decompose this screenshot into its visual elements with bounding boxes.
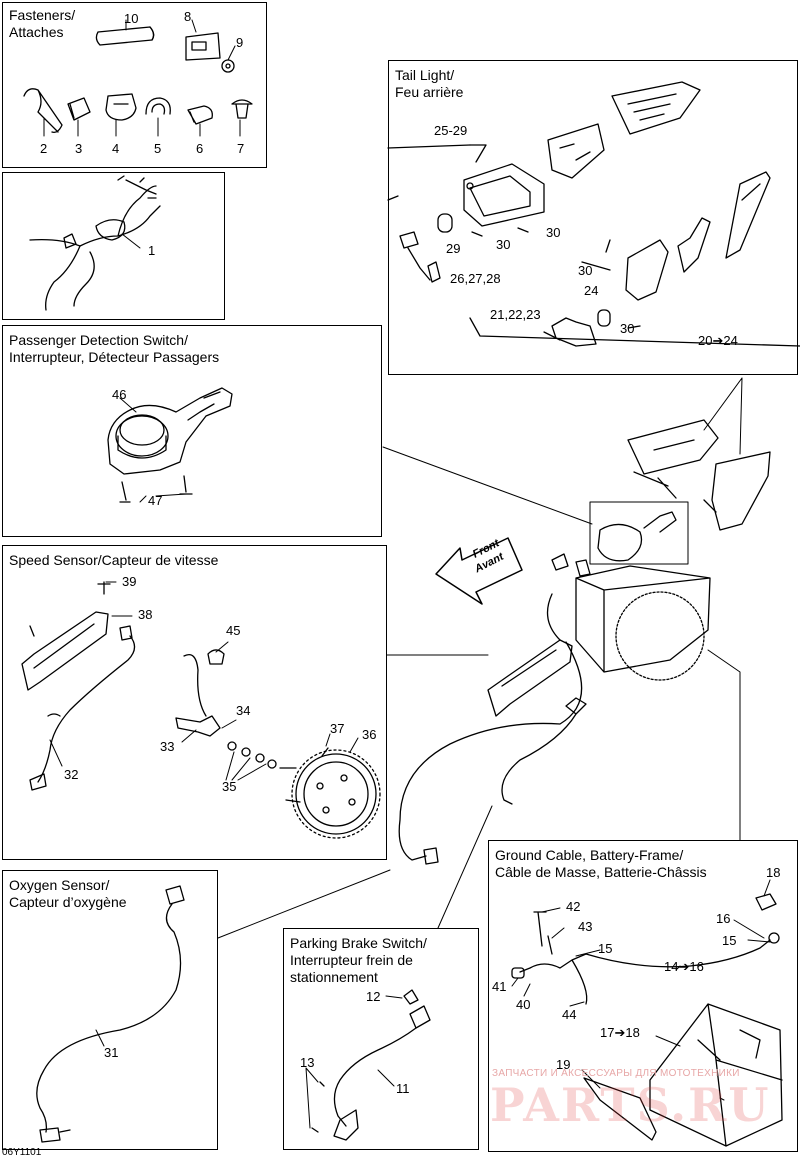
callout-30-a: 30 xyxy=(496,237,511,252)
clip-part xyxy=(185,32,221,61)
callout-36: 36 xyxy=(362,727,377,742)
callout-26-27-28: 26,27,28 xyxy=(450,271,501,286)
callout-9: 9 xyxy=(236,35,244,50)
callout-8: 8 xyxy=(184,9,192,24)
grommet xyxy=(207,649,225,665)
callout-20-24: 20➔24 xyxy=(698,333,738,348)
callout-14-16: 14➔16 xyxy=(664,959,704,974)
callout-19: 19 xyxy=(556,1057,571,1072)
harness-drawing xyxy=(29,175,161,311)
callout-21-22-23: 21,22,23 xyxy=(490,307,541,322)
sensor-bracket xyxy=(21,611,109,691)
callout-24: 24 xyxy=(584,283,599,298)
battery-box xyxy=(649,1003,783,1147)
clamp-part xyxy=(67,97,91,121)
callout-12: 12 xyxy=(366,989,381,1004)
callout-30-d: 30 xyxy=(620,321,635,336)
callout-29: 29 xyxy=(446,241,461,256)
bracket-plate xyxy=(547,123,605,179)
passenger-switch-title: Passenger Detection Switch/ Interrupteur… xyxy=(9,332,220,365)
callout-41: 41 xyxy=(492,979,507,994)
callout-5: 5 xyxy=(154,141,162,156)
speed-nut-part xyxy=(187,105,213,125)
callout-30-b: 30 xyxy=(546,225,561,240)
callout-2: 2 xyxy=(40,141,48,156)
callout-11: 11 xyxy=(396,1081,410,1096)
side-reflector xyxy=(625,217,711,301)
passenger-switch-drawing xyxy=(107,387,233,503)
callout-46: 46 xyxy=(112,387,127,402)
callout-43: 43 xyxy=(578,919,593,934)
tail-light-panel: Tail Light/ Feu arrière xyxy=(388,60,798,375)
clamp-ring-part xyxy=(105,93,137,121)
callout-25-29: 25-29 xyxy=(434,123,468,138)
lens-large xyxy=(611,81,701,135)
ground-cable-panel: Ground Cable, Battery-Frame/ Câble de Ma… xyxy=(488,840,798,1152)
callout-15-b: 15 xyxy=(598,941,613,956)
oxygen-sensor-drawing xyxy=(36,885,185,1143)
cable-tie-part xyxy=(23,88,63,133)
watermark-small: ЗАПЧАСТИ И АКСЕССУАРЫ ДЛЯ МОТОТЕХНИКИ xyxy=(492,1068,740,1079)
callout-15-a: 15 xyxy=(722,933,737,948)
callout-40: 40 xyxy=(516,997,531,1012)
callout-45: 45 xyxy=(226,623,241,638)
watermark-large: PARTS.RU xyxy=(490,1078,771,1132)
callout-35: 35 xyxy=(222,779,237,794)
callout-34: 34 xyxy=(236,703,251,718)
clip-ring-part xyxy=(145,97,171,115)
tail-light-drawing xyxy=(387,81,800,347)
callout-39: 39 xyxy=(122,574,137,589)
callout-13: 13 xyxy=(300,1055,315,1070)
wiring-harness-panel xyxy=(2,172,225,320)
callout-33: 33 xyxy=(160,739,175,754)
parking-brake-title: Parking Brake Switch/ Interrupteur frein… xyxy=(290,935,427,985)
callout-4: 4 xyxy=(112,141,120,156)
reflector-small xyxy=(725,171,771,259)
push-rivet-part xyxy=(231,99,253,119)
tubing-part xyxy=(95,26,155,46)
ground-cable-drawing xyxy=(511,893,783,1147)
panel-fold xyxy=(469,317,800,347)
callout-47: 47 xyxy=(148,493,163,508)
speed-sensor-panel: Speed Sensor/Capteur de vitesse xyxy=(2,545,387,860)
speed-sensor-title: Speed Sensor/Capteur de vitesse xyxy=(9,552,219,568)
sensor-cable xyxy=(37,635,207,783)
callout-42: 42 xyxy=(566,899,581,914)
leader-lines xyxy=(43,19,771,1129)
fastener-parts xyxy=(23,26,253,133)
document-code: 06Y1101 xyxy=(2,1147,42,1158)
callout-7: 7 xyxy=(237,141,245,156)
battery-center xyxy=(575,565,711,673)
passenger-switch-panel: Passenger Detection Switch/ Interrupteur… xyxy=(2,325,382,537)
ground-cable-title: Ground Cable, Battery-Frame/ Câble de Ma… xyxy=(495,847,707,880)
callout-6: 6 xyxy=(196,141,204,156)
callout-32: 32 xyxy=(64,767,79,782)
callout-30-c: 30 xyxy=(578,263,593,278)
callout-3: 3 xyxy=(75,141,83,156)
fasteners-title: Fasteners/ Attaches xyxy=(9,7,76,40)
callout-17-18: 17➔18 xyxy=(600,1025,640,1040)
callout-18-a: 18 xyxy=(766,865,781,880)
callout-10: 10 xyxy=(124,11,139,26)
callout-16-a: 16 xyxy=(716,911,731,926)
front-arrow-shape xyxy=(435,537,523,605)
callout-1: 1 xyxy=(148,243,156,258)
center-assembly-drawing xyxy=(398,419,771,865)
callout-38: 38 xyxy=(138,607,153,622)
callout-44: 44 xyxy=(562,1007,577,1022)
parking-brake-panel: Parking Brake Switch/ Interrupteur frein… xyxy=(283,928,479,1150)
parking-brake-drawing xyxy=(311,989,431,1141)
center-cable xyxy=(398,593,583,861)
nut-part xyxy=(221,59,235,73)
tail-light-title: Tail Light/ Feu arrière xyxy=(395,67,464,100)
speed-sensor-drawing xyxy=(21,581,381,839)
oxygen-sensor-title: Oxygen Sensor/ Capteur d’oxygène xyxy=(9,877,127,910)
housing xyxy=(463,163,545,227)
callout-31: 31 xyxy=(104,1045,119,1060)
tone-ring xyxy=(295,753,377,835)
center-inset-frame xyxy=(589,501,689,565)
callout-37: 37 xyxy=(330,721,345,736)
